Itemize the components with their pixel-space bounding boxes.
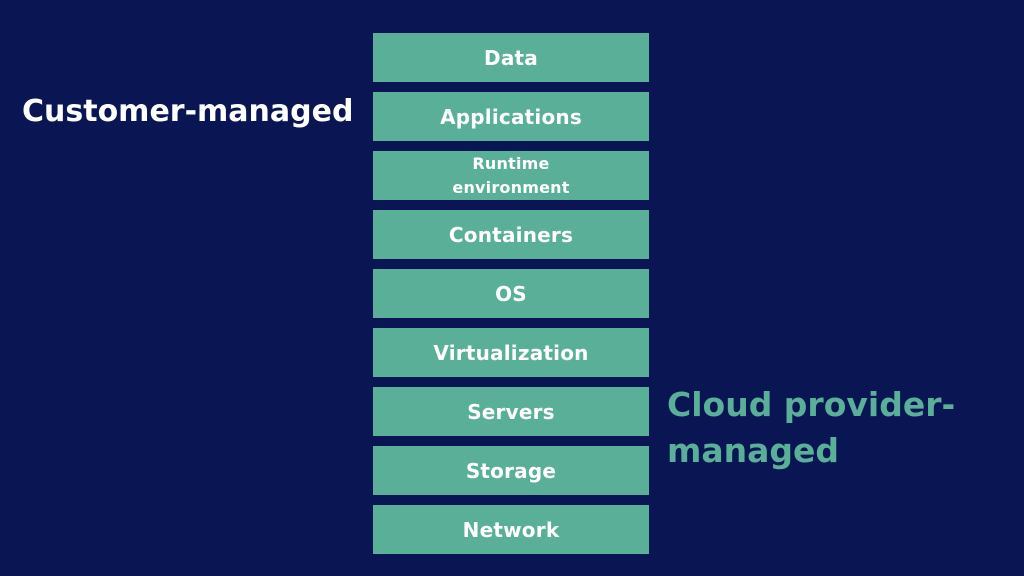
layer-servers: Servers — [373, 387, 649, 436]
layer-network: Network — [373, 505, 649, 554]
layer-data: Data — [373, 33, 649, 82]
layer-containers: Containers — [373, 210, 649, 259]
layer-storage: Storage — [373, 446, 649, 495]
responsibility-stack: Data Applications Runtime environment Co… — [373, 33, 649, 564]
layer-runtime-environment: Runtime environment — [373, 151, 649, 200]
cloud-provider-managed-label: Cloud provider-managed — [667, 385, 956, 470]
layer-applications: Applications — [373, 92, 649, 141]
layer-virtualization: Virtualization — [373, 328, 649, 377]
customer-managed-label: Customer-managed — [22, 94, 354, 129]
layer-os: OS — [373, 269, 649, 318]
